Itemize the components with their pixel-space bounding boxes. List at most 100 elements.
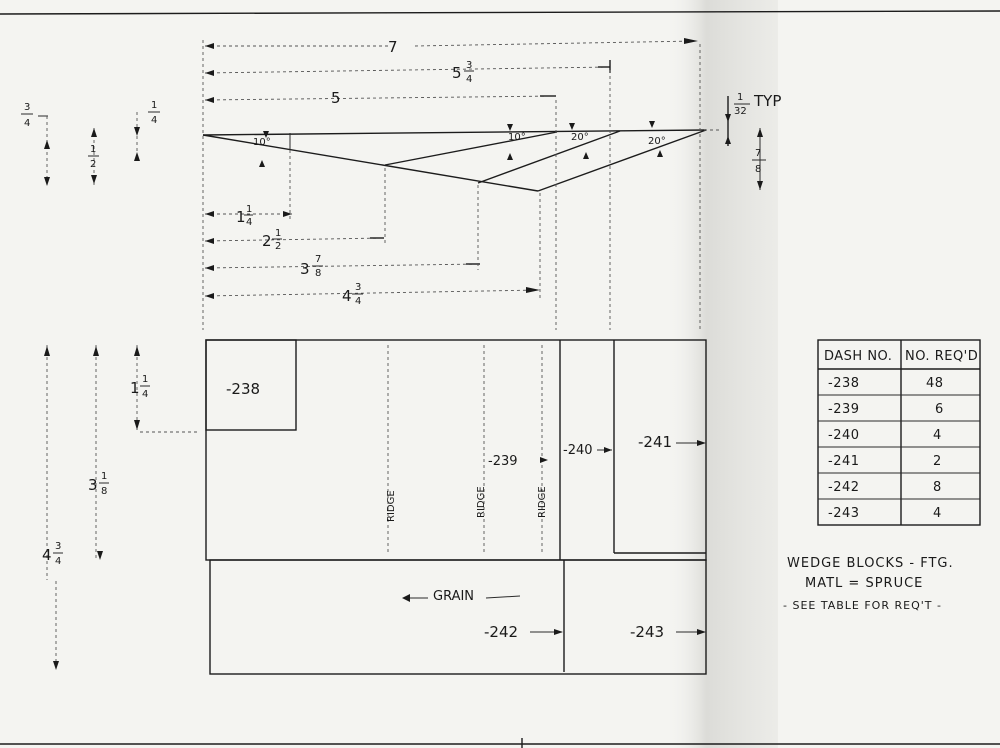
wedge-cut-line-2 (477, 130, 621, 184)
dim-3-4-num: 3 (24, 102, 30, 113)
dim-4-3-4-num: 3 (355, 282, 361, 293)
angle-arrow (263, 131, 269, 138)
top-dimensions: 7 5 3 4 5 (202, 38, 701, 330)
dim-1-1-4-whole: 1 (236, 208, 246, 226)
grain-label: GRAIN (433, 589, 474, 604)
dim-3-7-8-whole: 3 (300, 260, 310, 278)
arrow-down (757, 181, 763, 190)
dim-1-2-den: 2 (90, 159, 96, 170)
table-cell-qty: 8 (933, 480, 942, 495)
dim-1-32-num: 1 (737, 92, 743, 103)
note-title: WEDGE BLOCKS - FTG. (787, 556, 954, 571)
block-243-label: -243 (630, 623, 664, 641)
arrow-up (134, 152, 140, 161)
block-239-label: -239 (488, 454, 518, 469)
angle-label: 10° (508, 132, 526, 143)
arrow-right (684, 38, 698, 44)
angle-label: 10° (253, 137, 271, 148)
dim-1-4-den: 4 (151, 115, 157, 126)
angle-label: 20° (571, 132, 589, 143)
dim-3-1-8-whole: 3 (88, 476, 98, 494)
wedge-top-line (202, 129, 707, 136)
lower-stock-outline (209, 559, 707, 675)
block-238-label: -238 (226, 380, 260, 398)
scan-shadow (668, 0, 778, 748)
dim-5: 5 (331, 89, 341, 107)
quantity-table: DASH NO. NO. REQ'D -238 48 -239 6 -240 4… (817, 339, 981, 526)
dim-5-3-4-num: 3 (466, 60, 472, 71)
arrow-up (44, 346, 50, 356)
arrow-right (283, 211, 292, 217)
dim-1-1-4-plan-num: 1 (142, 374, 148, 385)
dim-3-4-den: 4 (24, 118, 30, 129)
arrow-left (205, 97, 214, 103)
table-cell-dash: -239 (828, 402, 860, 417)
dim-3-7-8-num: 7 (315, 254, 321, 265)
arrow-down (97, 551, 103, 560)
arrow-left (205, 265, 214, 271)
arrow-up (725, 136, 731, 144)
dim-7-8-den: 8 (755, 164, 761, 175)
dim-1-2-num: 1 (90, 144, 96, 155)
note-see-table: - SEE TABLE FOR REQ'T - (783, 599, 942, 612)
dim-line-5-3-4 (204, 66, 611, 74)
block-238-outline (205, 339, 297, 431)
dim-line-4-3-4 (204, 289, 541, 297)
block-242-label: -242 (484, 623, 518, 641)
dim-4-3-4-den: 4 (355, 296, 361, 307)
angle-arrow (507, 124, 513, 131)
wedge-cut-line-1 (384, 131, 558, 166)
arrow-right (554, 629, 563, 635)
arrow-right (526, 287, 540, 293)
angle-arrow (583, 152, 589, 159)
table-cell-dash: -242 (828, 480, 860, 495)
dim-1-32-den: 32 (734, 106, 747, 117)
arrow-right (697, 440, 706, 446)
dim-line-5 (204, 95, 557, 101)
arrow-down (134, 420, 140, 430)
arrow-up (93, 346, 99, 356)
dim-4-3-4-whole: 4 (342, 287, 352, 305)
dim-3-7-8-den: 8 (315, 268, 321, 279)
right-thickness-dims: 1 32 TYP 7 8 (725, 92, 781, 190)
dim-3-1-8-den: 8 (101, 486, 107, 497)
arrow-up (134, 346, 140, 356)
table-cell-dash: -241 (828, 454, 860, 469)
angle-arrow (569, 123, 575, 130)
left-vertical-dims: 3 4 1 2 1 4 (21, 100, 160, 186)
dim-1-4-num: 1 (151, 100, 157, 111)
arrow-right (697, 629, 706, 635)
dim-line-3-7-8 (204, 263, 481, 269)
wedge-length-dims: 1 1 4 2 1 2 3 7 8 4 3 4 (204, 150, 541, 307)
table-header-no-reqd: NO. REQ'D (905, 349, 978, 364)
grain-arrow-right (485, 595, 521, 599)
dim-7-8-num: 7 (755, 148, 761, 159)
wedge-slope-back (537, 129, 707, 192)
table-cell-qty: 4 (933, 428, 942, 443)
arrow-down (725, 114, 731, 122)
arrow-left (205, 43, 214, 49)
arrow-down (44, 177, 50, 186)
arrow-left (205, 293, 214, 299)
dim-5-3-4-whole: 5 (452, 64, 462, 82)
table-cell-dash: -240 (828, 428, 860, 443)
dim-2-1-2-den: 2 (275, 241, 281, 252)
arrow-left (205, 238, 214, 244)
table-header-dash-no: DASH NO. (824, 349, 892, 364)
table-cell-qty: 48 (926, 376, 944, 391)
ridge-label: RIDGE (537, 486, 548, 518)
angle-arrow (507, 153, 513, 160)
dim-line-7b (414, 40, 697, 47)
dim-4-3-4-plan-den: 4 (55, 556, 61, 567)
dim-3-1-8-num: 1 (101, 471, 107, 482)
table-cell-dash: -238 (828, 376, 860, 391)
arrow-left (205, 211, 214, 217)
arrow-up (757, 128, 763, 137)
note-material: MATL = SPRUCE (805, 576, 923, 591)
dim-2-1-2-whole: 2 (262, 232, 272, 250)
table-cell-qty: 6 (935, 402, 944, 417)
dim-1-1-4-plan-den: 4 (142, 389, 148, 400)
table-outline (817, 339, 981, 526)
